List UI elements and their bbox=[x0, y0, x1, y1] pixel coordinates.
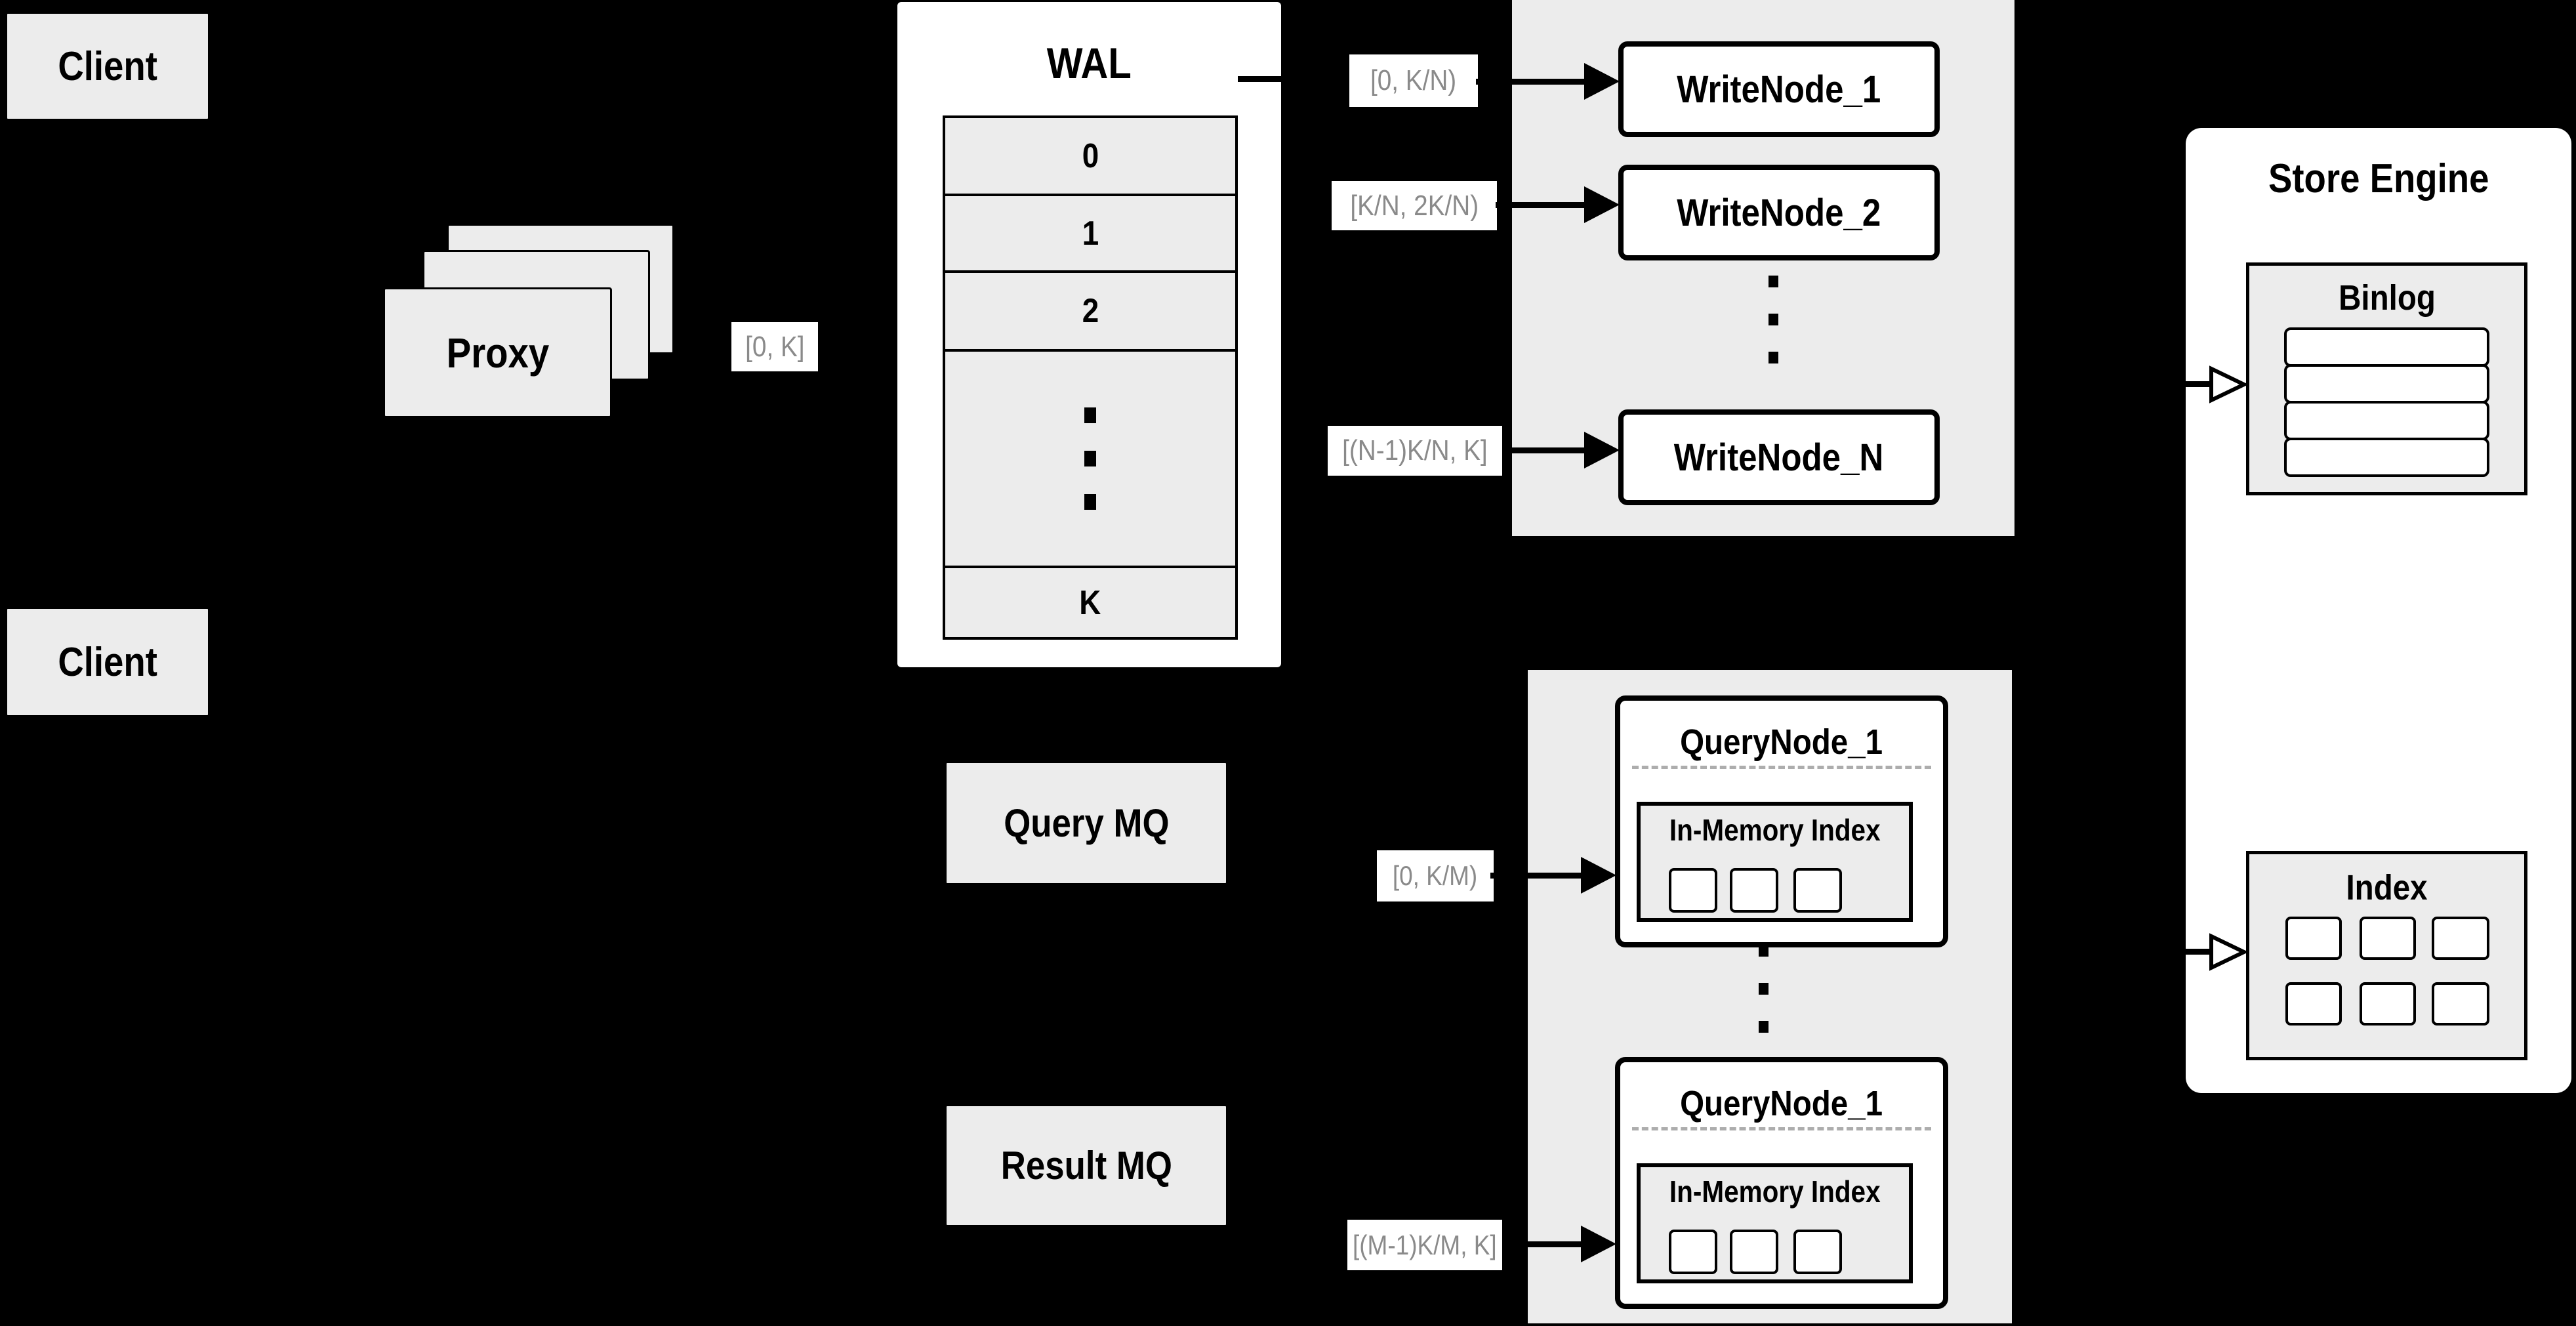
binlog-title: Binlog bbox=[2338, 278, 2436, 318]
ellipsis-dots-icon bbox=[1759, 945, 1768, 1033]
wal-segment-dots bbox=[943, 349, 1238, 568]
open-arrowhead-icon bbox=[2209, 365, 2247, 404]
index-cell bbox=[2360, 982, 2416, 1026]
range-label-write-n: [(N-1)K/N, K] bbox=[1328, 426, 1502, 476]
write-node-2: WriteNode_2 bbox=[1618, 165, 1940, 260]
imi-cell bbox=[1730, 868, 1778, 913]
proxy-box-front: Proxy bbox=[383, 287, 612, 418]
query-node-title: QueryNode_1 bbox=[1680, 1084, 1883, 1123]
index-title: Index bbox=[2346, 868, 2428, 907]
range-label-proxy: [0, K] bbox=[731, 322, 818, 371]
in-memory-index-title: In-Memory Index bbox=[1669, 813, 1881, 847]
dashed-divider bbox=[1632, 766, 1931, 769]
arrowhead-icon bbox=[1581, 857, 1616, 894]
wal-write-line-stub bbox=[1238, 76, 1281, 82]
client-label: Client bbox=[58, 639, 157, 685]
range-label-query-m: [(M-1)K/M, K] bbox=[1347, 1220, 1502, 1270]
in-memory-index-title: In-Memory Index bbox=[1669, 1174, 1881, 1209]
index-box: Index bbox=[2246, 851, 2527, 1060]
binlog-box: Binlog bbox=[2246, 262, 2527, 495]
arrowhead-icon bbox=[1584, 63, 1620, 100]
in-memory-index-bottom: In-Memory Index bbox=[1637, 1163, 1913, 1283]
arrowhead-icon bbox=[1581, 1226, 1616, 1262]
wal-segment-2: 2 bbox=[943, 270, 1238, 352]
query-node-title: QueryNode_1 bbox=[1680, 722, 1883, 762]
index-cell bbox=[2285, 917, 2342, 960]
wal-segment-table: 0 1 2 K bbox=[943, 115, 1238, 640]
imi-cell bbox=[1793, 868, 1842, 913]
imi-cell bbox=[1669, 1230, 1717, 1274]
client-box-bottom: Client bbox=[5, 607, 210, 717]
write-node-1: WriteNode_1 bbox=[1618, 41, 1940, 137]
wal-segment-0: 0 bbox=[943, 115, 1238, 196]
ellipsis-dots-icon bbox=[1768, 276, 1778, 363]
wal-panel: WAL 0 1 2 K bbox=[897, 2, 1281, 667]
ellipsis-dots-icon bbox=[1084, 407, 1096, 510]
open-arrowhead-icon bbox=[2209, 933, 2247, 971]
arrowhead-icon bbox=[1584, 432, 1620, 468]
query-node-top: QueryNode_1 In-Memory Index bbox=[1615, 695, 1948, 947]
imi-cell bbox=[1669, 868, 1717, 913]
wal-title: WAL bbox=[1046, 39, 1132, 87]
write-node-n: WriteNode_N bbox=[1618, 409, 1940, 505]
imi-cell bbox=[1730, 1230, 1778, 1274]
range-label-write-1: [0, K/N) bbox=[1349, 54, 1478, 107]
binlog-row bbox=[2284, 364, 2489, 404]
range-label-query-1: [0, K/M) bbox=[1377, 850, 1494, 901]
binlog-row bbox=[2284, 401, 2489, 440]
store-engine-title: Store Engine bbox=[2268, 156, 2489, 201]
in-memory-index-top: In-Memory Index bbox=[1637, 802, 1913, 922]
store-engine-panel: Store Engine Binlog Index bbox=[2186, 128, 2571, 1093]
binlog-row bbox=[2284, 327, 2489, 367]
wal-segment-1: 1 bbox=[943, 194, 1238, 273]
arrowhead-icon bbox=[1584, 186, 1620, 223]
range-label-write-2: [K/N, 2K/N) bbox=[1332, 181, 1497, 230]
client-box-top: Client bbox=[5, 12, 210, 121]
mq-query-box: Query MQ bbox=[945, 761, 1228, 885]
proxy-label: Proxy bbox=[446, 329, 549, 377]
query-node-bottom: QueryNode_1 In-Memory Index bbox=[1615, 1057, 1948, 1309]
mq-result-box: Result MQ bbox=[945, 1104, 1228, 1227]
index-cell bbox=[2432, 982, 2489, 1026]
index-cell bbox=[2360, 917, 2416, 960]
wal-segment-k: K bbox=[943, 566, 1238, 640]
client-label: Client bbox=[58, 43, 157, 89]
binlog-rows bbox=[2284, 327, 2489, 477]
imi-cell bbox=[1793, 1230, 1842, 1274]
dashed-divider bbox=[1632, 1127, 1931, 1130]
index-cell bbox=[2285, 982, 2342, 1026]
binlog-row bbox=[2284, 438, 2489, 477]
index-cell bbox=[2432, 917, 2489, 960]
